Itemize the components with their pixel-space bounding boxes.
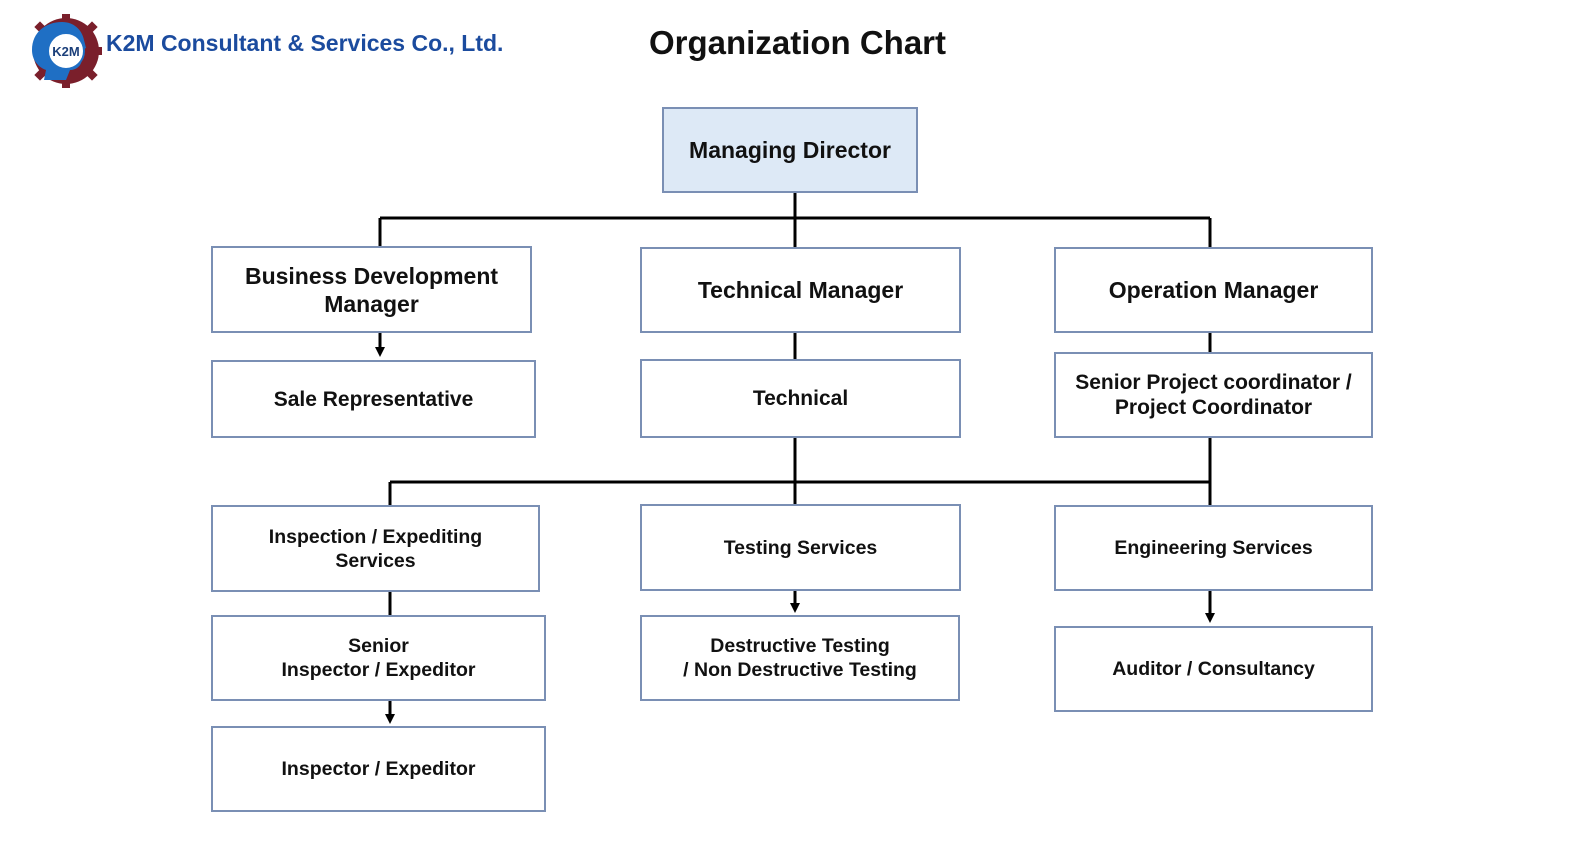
node-operation-manager: Operation Manager bbox=[1054, 247, 1373, 333]
node-sale-representative: Sale Representative bbox=[211, 360, 536, 438]
node-technical-manager: Technical Manager bbox=[640, 247, 961, 333]
node-label: Business Development Manager bbox=[244, 262, 499, 317]
node-senior-project-coordinator: Senior Project coordinator / Project Coo… bbox=[1054, 352, 1373, 438]
logo-text: K2M bbox=[52, 44, 79, 59]
node-senior-inspector-expeditor: Senior Inspector / Expeditor bbox=[211, 615, 546, 701]
node-label: Technical Manager bbox=[697, 277, 904, 303]
node-label: Auditor / Consultancy bbox=[1112, 658, 1315, 680]
node-technical: Technical bbox=[640, 359, 961, 438]
node-testing-services: Testing Services bbox=[640, 504, 961, 591]
node-label: Engineering Services bbox=[1114, 537, 1313, 559]
node-label: Inspection / Expediting Services bbox=[268, 525, 483, 572]
node-label: Sale Representative bbox=[273, 387, 474, 411]
node-auditor-consultancy: Auditor / Consultancy bbox=[1054, 626, 1373, 712]
node-label: Inspector / Expeditor bbox=[281, 758, 476, 780]
page-title: Organization Chart bbox=[649, 24, 947, 61]
node-destructive-testing: Destructive Testing / Non Destructive Te… bbox=[640, 615, 960, 701]
node-inspector-expeditor: Inspector / Expeditor bbox=[211, 726, 546, 812]
node-label: Operation Manager bbox=[1108, 277, 1319, 303]
company-name: K2M Consultant & Services Co., Ltd. bbox=[106, 30, 504, 56]
node-label: Testing Services bbox=[723, 536, 878, 559]
node-managing-director: Managing Director bbox=[662, 107, 918, 193]
node-label: Senior Project coordinator / Project Coo… bbox=[1075, 371, 1352, 419]
company-logo: K2M bbox=[32, 14, 102, 88]
node-business-development-manager: Business Development Manager bbox=[211, 246, 532, 333]
node-label: Destructive Testing / Non Destructive Te… bbox=[683, 635, 917, 681]
node-label: Technical bbox=[752, 387, 849, 410]
node-inspection-expediting-services: Inspection / Expediting Services bbox=[211, 505, 540, 592]
node-label: Senior Inspector / Expeditor bbox=[281, 635, 476, 681]
node-label: Managing Director bbox=[689, 137, 891, 163]
logo-emblem bbox=[47, 32, 85, 70]
node-engineering-services: Engineering Services bbox=[1054, 505, 1373, 591]
